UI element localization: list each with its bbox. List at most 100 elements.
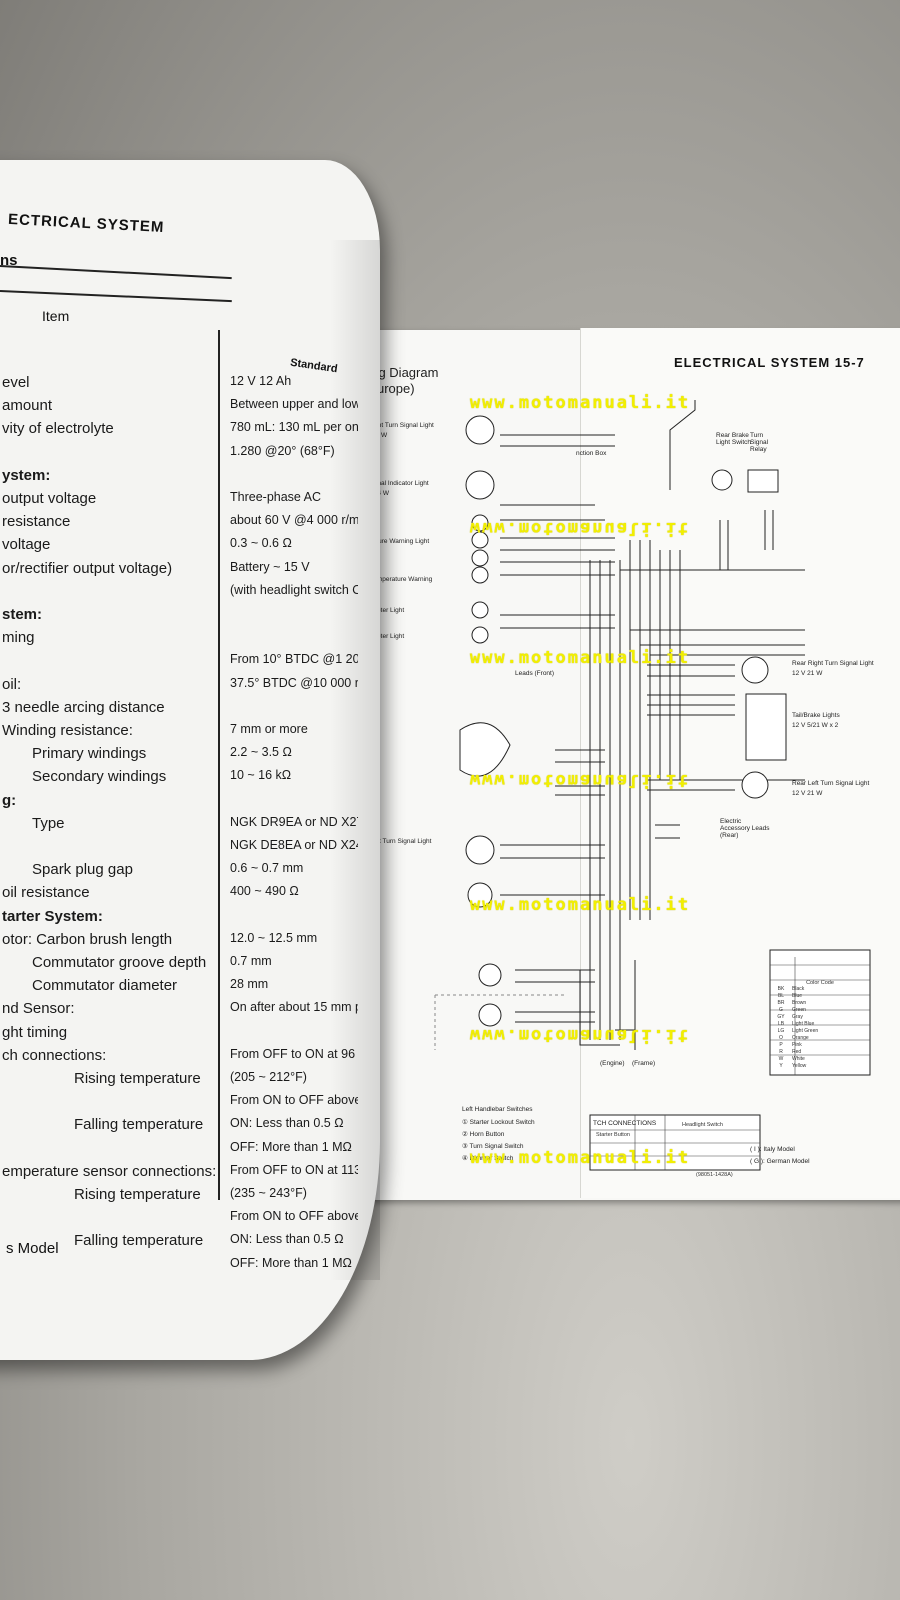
label-temp-warning: Temperature Warning — [370, 576, 433, 583]
spec-standard: Between upper and lower levels — [230, 397, 358, 412]
spec-item: ming — [2, 629, 35, 647]
spec-item: or/rectifier output voltage) — [2, 559, 173, 577]
spec-standard: Three-phase AC — [230, 490, 322, 504]
watermark-7: www.motomanuali.it — [469, 1148, 691, 1168]
label-meter-light-2: ometer Light — [368, 633, 405, 640]
label-headlight-switch: Headlight Switch — [682, 1122, 723, 1128]
spec-standard: OFF: More than 1 MΩ — [230, 1255, 352, 1270]
spec-standard: 400 ~ 490 Ω — [230, 884, 299, 899]
spec-item: ystem: — [2, 466, 51, 484]
color-code-abbr: O — [779, 1035, 783, 1041]
spec-standard: 12.0 ~ 12.5 mm — [230, 930, 318, 945]
color-code-name: Red — [792, 1049, 802, 1055]
color-code-name: Light Blue — [792, 1021, 815, 1027]
spec-standard: (205 ~ 212°F) — [230, 1070, 307, 1084]
color-code-name: White — [792, 1056, 805, 1062]
spec-standard: ON: Less than 0.5 Ω — [230, 1116, 344, 1131]
spec-item: Primary windings — [32, 745, 147, 763]
spec-standard: NGK DR9EA or ND X27ESR-U — [230, 814, 358, 829]
spec-item: emperature sensor connections: — [2, 1162, 217, 1180]
spec-standard: From ON to OFF above 108°C (226°F) — [230, 1209, 358, 1224]
color-code-abbr: LG — [777, 1028, 785, 1034]
spec-standard: about 60 V @4 000 r/min (rpm) — [230, 513, 358, 528]
color-code-name: Black — [792, 986, 805, 992]
label-rear-right-turn-spec: 12 V 21 W — [792, 670, 823, 677]
spec-item: Winding resistance: — [2, 722, 133, 739]
spec-standard: 0.3 ~ 0.6 Ω — [230, 536, 292, 551]
spine-shadow — [330, 240, 380, 1280]
color-code-title: Color Code — [806, 980, 834, 986]
spec-item: Commutator groove depth — [32, 954, 207, 971]
spec-standard: 2.2 ~ 3.5 Ω — [230, 745, 292, 760]
label-frame: (Frame) — [632, 1060, 656, 1067]
spec-item: evel — [2, 374, 30, 391]
watermark-5: www.motomanuali.it — [469, 895, 691, 915]
spec-item: vity of electrolyte — [2, 420, 114, 438]
spec-item: stem: — [2, 606, 43, 623]
label-rear-left-turn-spec: 12 V 21 W — [792, 790, 823, 797]
color-code-abbr: BK — [777, 986, 785, 992]
spec-standard: 1.280 @20° (68°F) — [230, 443, 335, 458]
spec-standard: 0.6 ~ 0.7 mm — [230, 861, 304, 876]
spec-standard: 780 mL: 130 mL per one cell — [230, 420, 358, 435]
left-page — [0, 160, 380, 1360]
label-leads-front: Leads (Front) — [515, 670, 555, 677]
spec-standard: From OFF to ON at 113 ~ 117°C — [230, 1162, 358, 1177]
label-engine: (Engine) — [600, 1060, 625, 1067]
spec-item: g: — [2, 791, 17, 809]
left-subheading: ns — [0, 252, 18, 269]
label-switch-2: ② Horn Button — [462, 1131, 505, 1138]
label-accessory-leads: Electric Accessory Leads (Rear) — [720, 818, 770, 839]
label-signal-indicator: Signal Indicator Light — [368, 480, 429, 487]
spec-standard: ON: Less than 0.5 Ω — [230, 1232, 344, 1247]
watermark-1: www.motomanuali.it — [469, 393, 691, 413]
label-tail-brake-spec: 12 V 5/21 W x 2 — [792, 722, 839, 729]
color-code-abbr: GY — [777, 1014, 785, 1020]
spec-standard: (with headlight switch ON) — [230, 582, 358, 597]
spec-item: oil: — [2, 675, 22, 693]
left-bottom-note: s Model — [6, 1240, 59, 1257]
spec-standard: 37.5° BTDC @10 000 r/min (rpm) — [230, 675, 358, 690]
spec-item: Secondary windings — [32, 768, 167, 786]
label-german: ( G ): German Model — [750, 1158, 810, 1165]
spec-item: tarter System: — [2, 907, 103, 925]
label-rear-right-turn: Rear Right Turn Signal Light — [792, 660, 874, 667]
diagram-title: ring Diagram — [364, 365, 439, 380]
spec-item: ght timing — [2, 1023, 68, 1041]
spec-item: 3 needle arcing distance — [2, 698, 165, 716]
label-switch-3: ③ Turn Signal Switch — [462, 1143, 524, 1150]
col-item-header: Item — [42, 308, 70, 324]
spec-item: resistance — [2, 513, 71, 531]
spec-item: voltage — [2, 536, 51, 554]
color-code-name: Blue — [792, 993, 803, 999]
color-code-name: Green — [792, 1007, 806, 1013]
spec-item: amount — [2, 397, 53, 415]
label-meter-light: ometer Light — [368, 607, 405, 614]
color-code-abbr: P — [779, 1042, 783, 1048]
label-turn-relay: Turn Signal Relay — [750, 432, 769, 453]
spec-standard: 0.7 mm — [230, 954, 272, 968]
label-front-right-turn: Right Turn Signal Light — [368, 422, 434, 429]
label-handlebar-switches: Left Handlebar Switches — [462, 1106, 533, 1113]
label-pressure-warning: essure Warning Light — [368, 538, 430, 545]
spec-standard: 12 V 12 Ah — [230, 374, 292, 388]
spec-item: Spark plug gap — [32, 861, 133, 879]
spec-item: output voltage — [2, 490, 97, 507]
spec-item: oil resistance — [2, 884, 90, 902]
color-code-name: Gray — [792, 1014, 803, 1020]
spec-standard: On after about 15 mm pedal travel — [230, 1000, 358, 1015]
label-front-left-turn: Left Turn Signal Light — [370, 838, 432, 845]
color-code-name: Yellow — [792, 1063, 807, 1069]
color-code-name: Pink — [792, 1042, 802, 1048]
